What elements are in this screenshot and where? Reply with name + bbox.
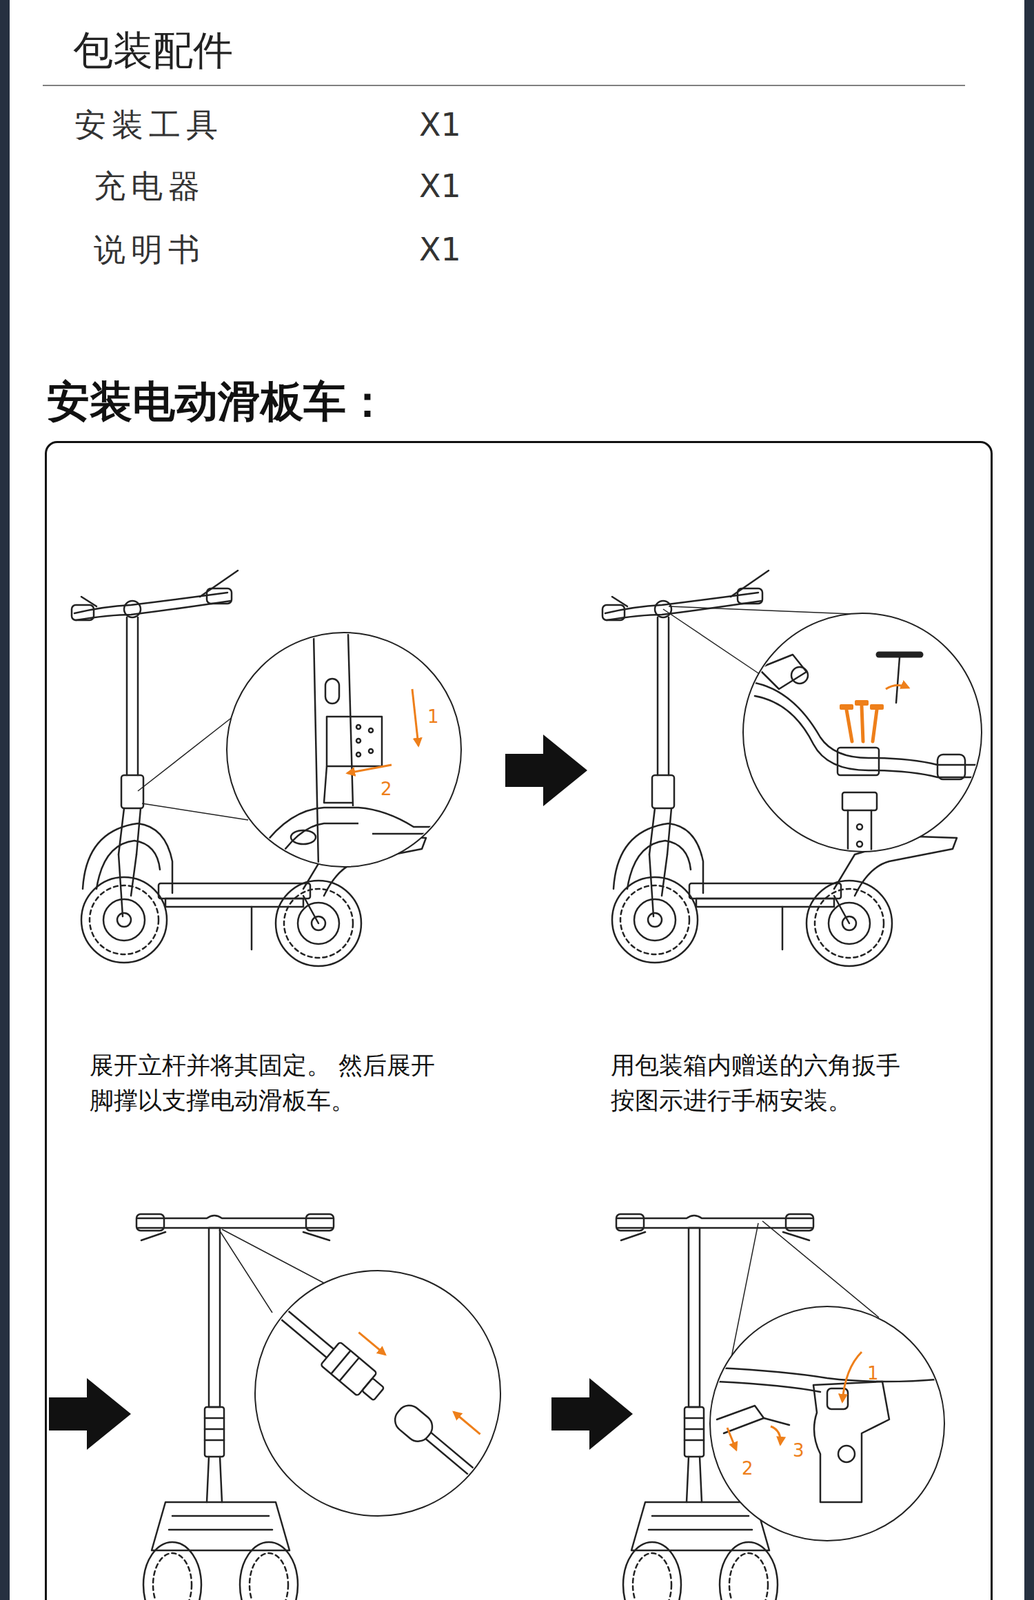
quantity: X1 [419,167,462,206]
step-caption: 展开立杆并将其固定。 然后展开 脚撑以支撑电动滑板车。 [89,1048,449,1119]
callout-number: 3 [792,1440,805,1463]
section-heading: 安装电动滑板车： [46,374,389,431]
callout-number: 2 [380,778,393,801]
callout-number: 1 [867,1363,879,1385]
callout-number: 2 [741,1458,754,1480]
accessory-name: 安装工具 [74,106,224,145]
step-caption: 用包装箱内赠送的六角扳手 按图示进行手柄安装。 [610,1048,930,1119]
accessory-name: 充电器 [93,167,206,206]
quantity: X1 [419,106,462,145]
instruction-panel: 安装电动滑板车：展开立杆并将其固定。 然后展开 脚撑以支撑电动滑板车。用包装箱内… [44,441,993,1600]
callout-number: 1 [427,706,440,728]
quantity: X1 [419,230,462,269]
accessory-name: 说明书 [93,230,206,269]
section-heading: 包装配件 [73,24,233,77]
